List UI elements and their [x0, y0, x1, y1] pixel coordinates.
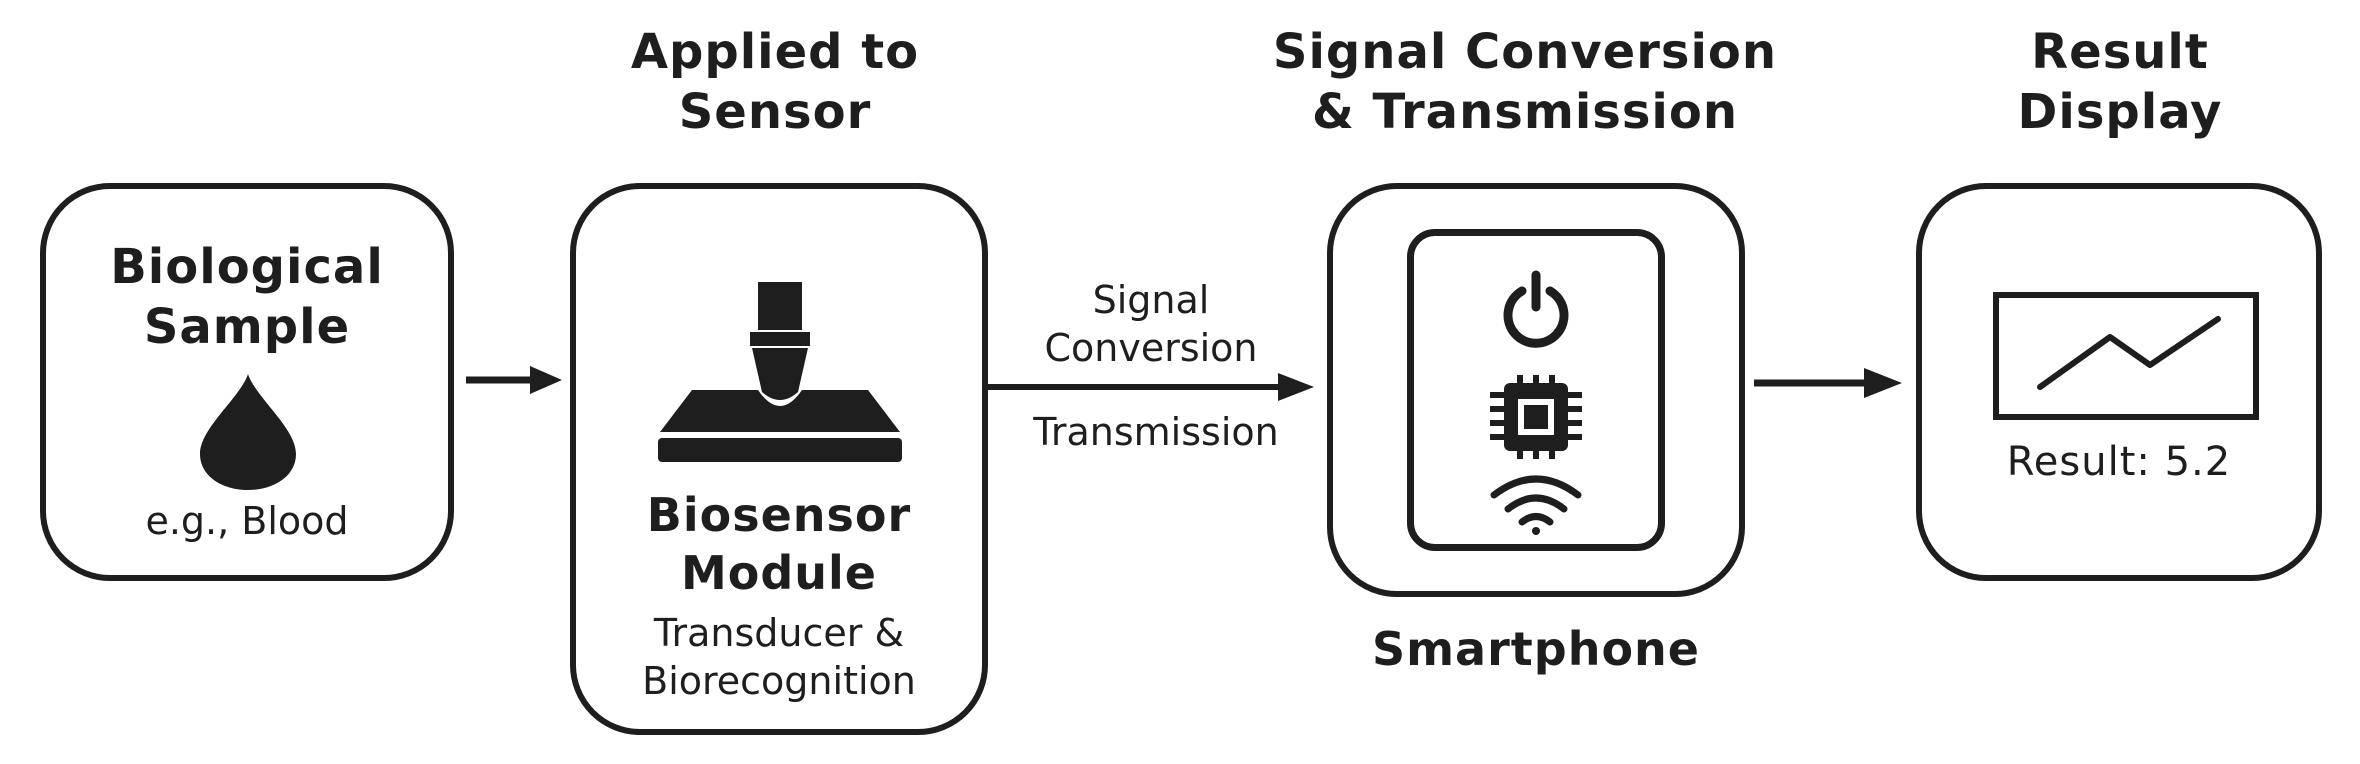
arrow-sensor-to-smartphone	[988, 373, 1314, 401]
arrow-smartphone-to-result	[1754, 368, 1902, 398]
heading-applied-to-sensor: Applied to Sensor	[560, 22, 990, 142]
arrow-label-signal: Signal Conversion	[986, 276, 1316, 372]
result-display-box: Result: 5.2	[1916, 183, 2322, 581]
arrow-sample-to-sensor	[466, 366, 562, 394]
heading-signal-conversion-transmission: Signal Conversion & Transmission	[1230, 22, 1820, 142]
line-chart-icon	[1993, 292, 2259, 420]
heading-line: Result	[2031, 24, 2209, 80]
arrow-label-line: Signal	[1092, 278, 1210, 322]
heading-line: Display	[2017, 84, 2223, 140]
biosensor-subtitle-line: Biorecognition	[642, 659, 916, 703]
heading-line: Signal Conversion	[1272, 24, 1778, 80]
biosensor-title: Biosensor Module	[576, 486, 982, 602]
biosensor-subtitle-line: Transducer &	[653, 611, 905, 655]
chip-icon	[1490, 375, 1582, 459]
power-icon	[1503, 270, 1569, 348]
smartphone-device	[1407, 229, 1665, 551]
smartphone-box	[1327, 183, 1745, 597]
sample-title: Biological Sample	[46, 237, 448, 357]
biosensor-title-line: Biosensor	[646, 488, 912, 542]
sample-title-line: Sample	[143, 299, 351, 355]
smartphone-caption: Smartphone	[1371, 622, 1700, 676]
heading-line: Applied to	[630, 24, 920, 80]
biosensor-probe-icon	[658, 282, 902, 462]
heading-line: & Transmission	[1311, 84, 1739, 140]
heading-line: Sensor	[678, 84, 872, 140]
biological-sample-box: Biological Sample e.g., Blood	[40, 183, 454, 581]
drop-icon	[200, 374, 296, 490]
biosensor-module-box: Biosensor Module Transducer & Biorecogni…	[570, 183, 988, 735]
biosensor-title-line: Module	[680, 546, 878, 600]
heading-result-display: Result Display	[1960, 22, 2280, 142]
arrow-label-transmission: Transmission	[1033, 410, 1279, 454]
sample-caption: e.g., Blood	[145, 499, 349, 543]
result-text: Result: 5.2	[2006, 439, 2232, 485]
arrow-label-line: Conversion	[1044, 326, 1258, 370]
biosensor-subtitle: Transducer & Biorecognition	[576, 609, 982, 705]
sample-title-line: Biological	[110, 239, 384, 295]
wifi-icon	[1490, 475, 1582, 535]
